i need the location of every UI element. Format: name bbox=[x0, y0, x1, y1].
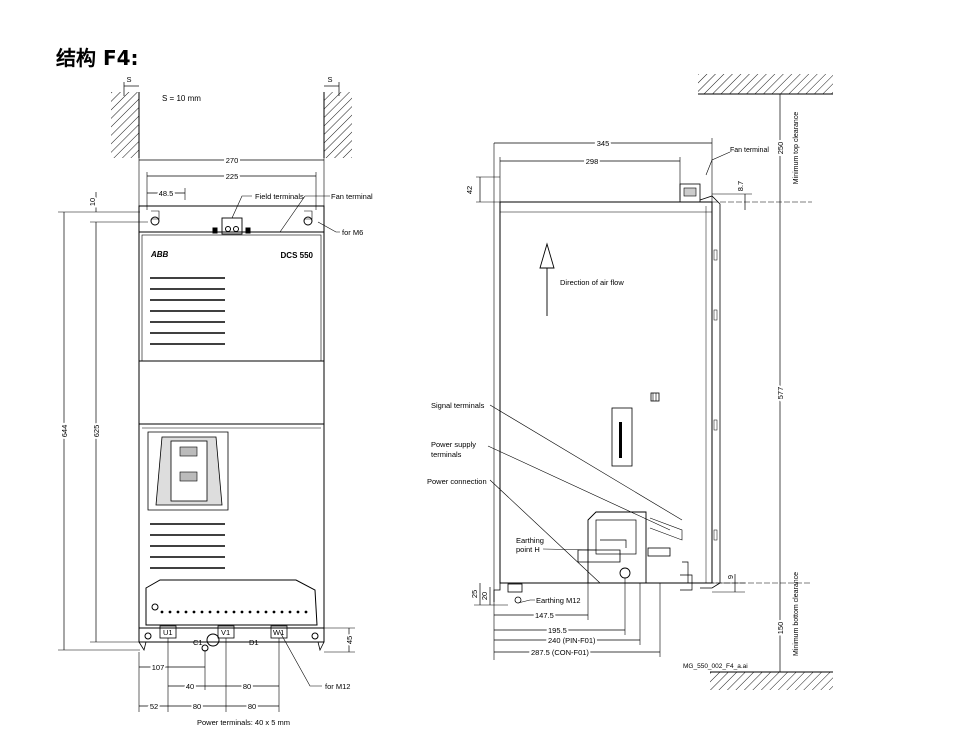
dim-577: 577 bbox=[776, 387, 785, 400]
dim-250: 250 bbox=[776, 142, 785, 155]
dim-287-5: 287.5 (CON-F01) bbox=[531, 648, 589, 657]
s-value: S = 10 mm bbox=[162, 94, 201, 103]
earthing-label-2: point H bbox=[516, 545, 540, 554]
dim-80-c: 80 bbox=[248, 702, 256, 711]
dim-644: 644 bbox=[60, 425, 69, 438]
dim-45: 45 bbox=[345, 636, 354, 644]
terminal-dots bbox=[160, 610, 308, 614]
dim-150: 150 bbox=[776, 622, 785, 635]
for-m12-label: for M12 bbox=[325, 682, 350, 691]
left-wall-hatch bbox=[111, 92, 139, 158]
dim-298: 298 bbox=[586, 157, 599, 166]
power-terminals-note: Power terminals: 40 x 5 mm bbox=[197, 718, 290, 727]
dim-270: 270 bbox=[226, 156, 239, 165]
terminal-v1: V1 bbox=[221, 628, 230, 637]
s-label-right: S bbox=[327, 75, 332, 84]
dim-195-5: 195.5 bbox=[548, 626, 567, 635]
page-title: 结构 F4: bbox=[56, 46, 139, 70]
model-label: DCS 550 bbox=[281, 251, 314, 260]
min-top-clearance: Minimum top clearance bbox=[793, 112, 800, 184]
dim-48-5: 48.5 bbox=[159, 189, 174, 198]
power-supply-label-1: Power supply bbox=[431, 440, 476, 449]
dim-345: 345 bbox=[597, 139, 610, 148]
side-view bbox=[474, 74, 833, 690]
ceiling-hatch bbox=[698, 74, 833, 94]
min-bottom-clearance: Minimum bottom clearance bbox=[793, 572, 800, 656]
power-connection-label: Power connection bbox=[427, 477, 487, 486]
dim-10: 10 bbox=[88, 198, 97, 206]
signal-terminals-label: Signal terminals bbox=[431, 401, 485, 410]
field-terminals-label: Field terminals bbox=[255, 192, 304, 201]
terminal-u1: U1 bbox=[163, 628, 173, 637]
dim-80-b: 80 bbox=[193, 702, 201, 711]
dim-107: 107 bbox=[152, 663, 165, 672]
dim-42: 42 bbox=[465, 186, 474, 194]
front-view bbox=[58, 82, 355, 712]
dim-52: 52 bbox=[150, 702, 158, 711]
earthing-m12-label: Earthing M12 bbox=[536, 596, 581, 605]
dim-240: 240 (PIN-F01) bbox=[548, 636, 596, 645]
dim-25: 25 bbox=[470, 590, 479, 598]
earthing-label-1: Earthing bbox=[516, 536, 544, 545]
dim-9: 9 bbox=[726, 575, 735, 579]
abb-logo: ABB bbox=[150, 250, 169, 259]
floor-hatch bbox=[710, 672, 833, 690]
side-fan-terminal-label: Fan terminal bbox=[730, 147, 769, 154]
for-m6-label: for M6 bbox=[342, 228, 363, 237]
air-flow-label: Direction of air flow bbox=[560, 278, 624, 287]
terminal-c1: C1 bbox=[193, 638, 203, 647]
dim-8-7: 8.7 bbox=[736, 181, 745, 191]
side-view-labels: 345 298 Fan terminal 42 8.7 250 Minimum … bbox=[427, 112, 800, 670]
dim-147-5: 147.5 bbox=[535, 611, 554, 620]
power-supply-label-2: terminals bbox=[431, 450, 462, 459]
front-view-labels: S S S = 10 mm 270 225 48.5 Field termina… bbox=[58, 75, 373, 727]
terminal-w1: W1 bbox=[273, 628, 284, 637]
dim-80-a: 80 bbox=[243, 682, 251, 691]
dim-40: 40 bbox=[186, 682, 194, 691]
terminal-d1: D1 bbox=[249, 638, 259, 647]
dim-625: 625 bbox=[92, 425, 101, 438]
dim-225: 225 bbox=[226, 172, 239, 181]
dim-20: 20 bbox=[480, 592, 489, 600]
right-wall-hatch bbox=[324, 92, 352, 158]
file-reference: MG_550_002_F4_a.ai bbox=[683, 663, 748, 670]
s-label-left: S bbox=[126, 75, 131, 84]
fan-terminal-label: Fan terminal bbox=[331, 192, 373, 201]
